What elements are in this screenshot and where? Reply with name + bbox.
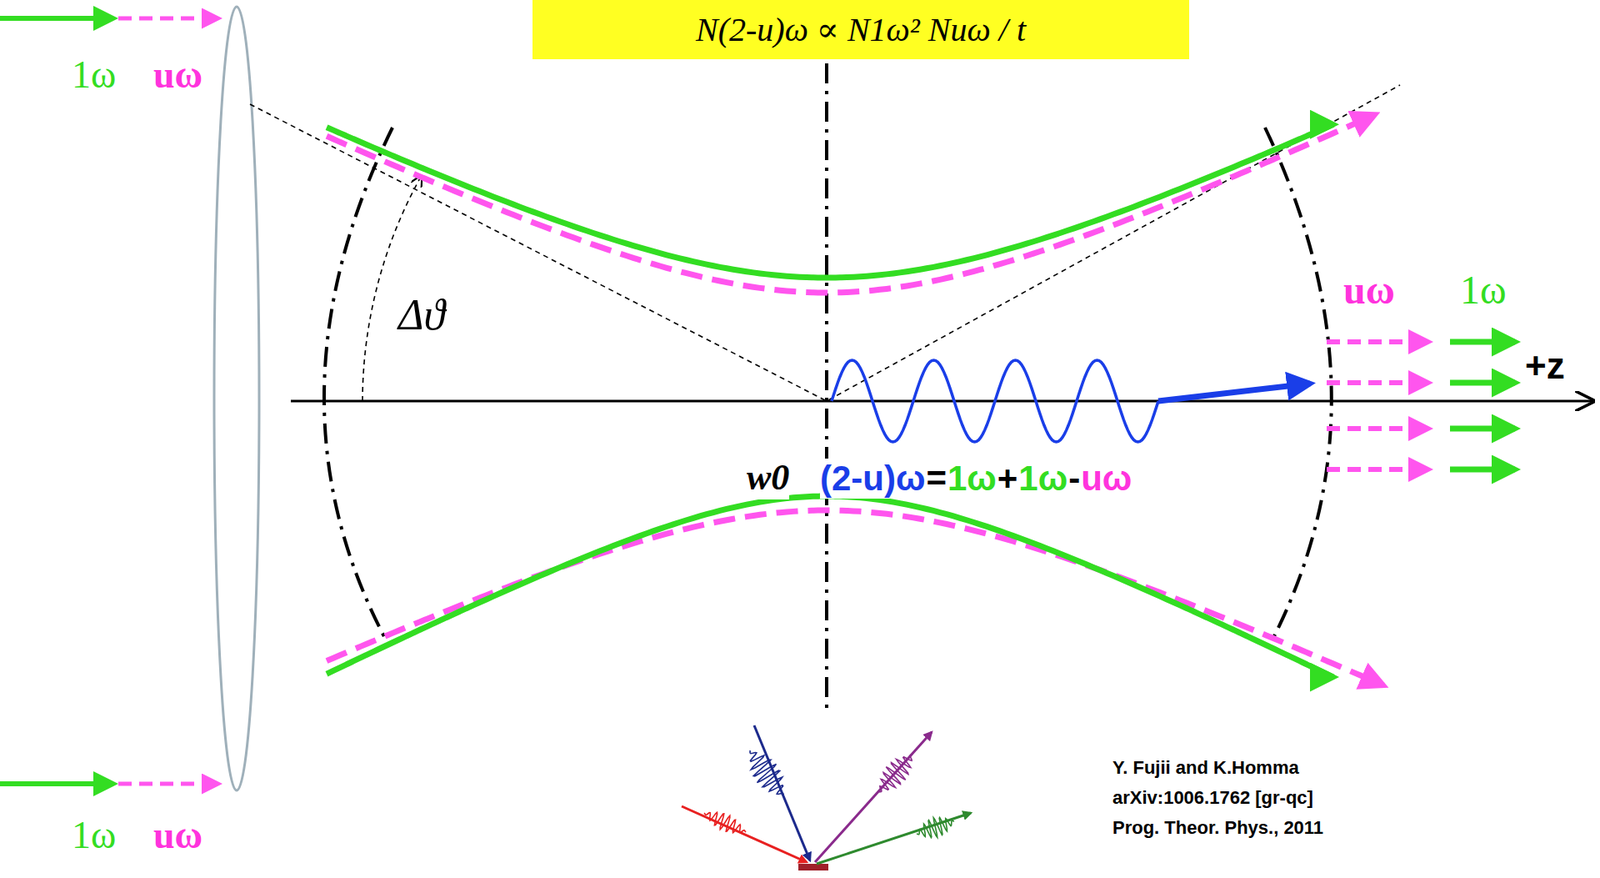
beam-envelope <box>326 114 1384 685</box>
incoming-beam-arrows <box>0 780 114 786</box>
formula-box: N(2-u)ω ∝ N1ω² Nuω / t <box>532 0 1190 60</box>
light-pulse <box>879 754 913 792</box>
light-pulse <box>704 811 746 832</box>
beam-curve <box>326 495 1334 677</box>
beam-curve <box>326 114 1375 293</box>
incoming-beam-arrows <box>118 781 219 786</box>
citation: Y. Fujii and K.Homma <box>1112 756 1300 778</box>
magenta-arrow <box>1326 425 1429 431</box>
magenta-arrow <box>1326 339 1429 345</box>
equation-term: (2-u)ω <box>820 458 925 499</box>
light-pulse <box>750 750 784 796</box>
angle-arc <box>362 176 421 401</box>
citation: arXiv:1006.1762 [gr-qc] <box>1112 786 1314 808</box>
equation-term: uω <box>1080 458 1132 499</box>
wavefront-arcs <box>324 127 393 643</box>
green-arrow <box>1450 425 1515 432</box>
beam-label: uω <box>1343 266 1395 313</box>
beam-label: 1ω <box>71 53 116 98</box>
scattering-icon <box>816 812 971 864</box>
equation-term: 1ω <box>1018 458 1068 499</box>
formula-text: N(2-u)ω ∝ N1ω² Nuω / t <box>695 10 1026 50</box>
green-arrow <box>1450 466 1515 473</box>
magenta-arrow <box>1326 380 1429 385</box>
equation-term: = <box>925 458 947 499</box>
lens <box>214 6 260 790</box>
light-pulse <box>916 816 955 837</box>
generated-photon <box>831 360 1310 442</box>
green-arrow <box>1450 380 1515 386</box>
wave-line <box>831 360 1159 442</box>
scattering-icon <box>681 805 807 862</box>
angle-label: Δϑ <box>398 290 445 340</box>
scattering-icon <box>798 863 829 870</box>
equation-term: 1ω <box>947 458 997 499</box>
waist-label: w0 <box>746 456 790 500</box>
outgoing-beam-arrows <box>1326 341 1515 470</box>
wavefront-arcs <box>324 63 1332 715</box>
axis-label: +z <box>1525 345 1565 388</box>
scattering-icon <box>815 731 932 862</box>
beam-label: 1ω <box>1460 266 1507 313</box>
equation-term: - <box>1068 458 1080 499</box>
equation-term: + <box>997 458 1019 499</box>
wavefront-arcs <box>825 63 829 715</box>
wave-arrow <box>1158 383 1310 401</box>
green-arrow <box>1450 339 1515 345</box>
beam-label: uω <box>153 813 203 858</box>
incoming-beam-arrows <box>0 18 219 784</box>
beam-label: 1ω <box>71 813 116 858</box>
incoming-beam-arrows <box>0 15 114 21</box>
beam-label: uω <box>153 53 203 98</box>
optical-axis <box>290 400 1594 403</box>
incoming-beam-arrows <box>118 16 219 21</box>
citation: Prog. Theor. Phys., 2011 <box>1112 816 1324 838</box>
scattering-icon <box>681 725 971 870</box>
magenta-arrow <box>1326 466 1429 472</box>
beam-curve <box>326 124 1334 278</box>
